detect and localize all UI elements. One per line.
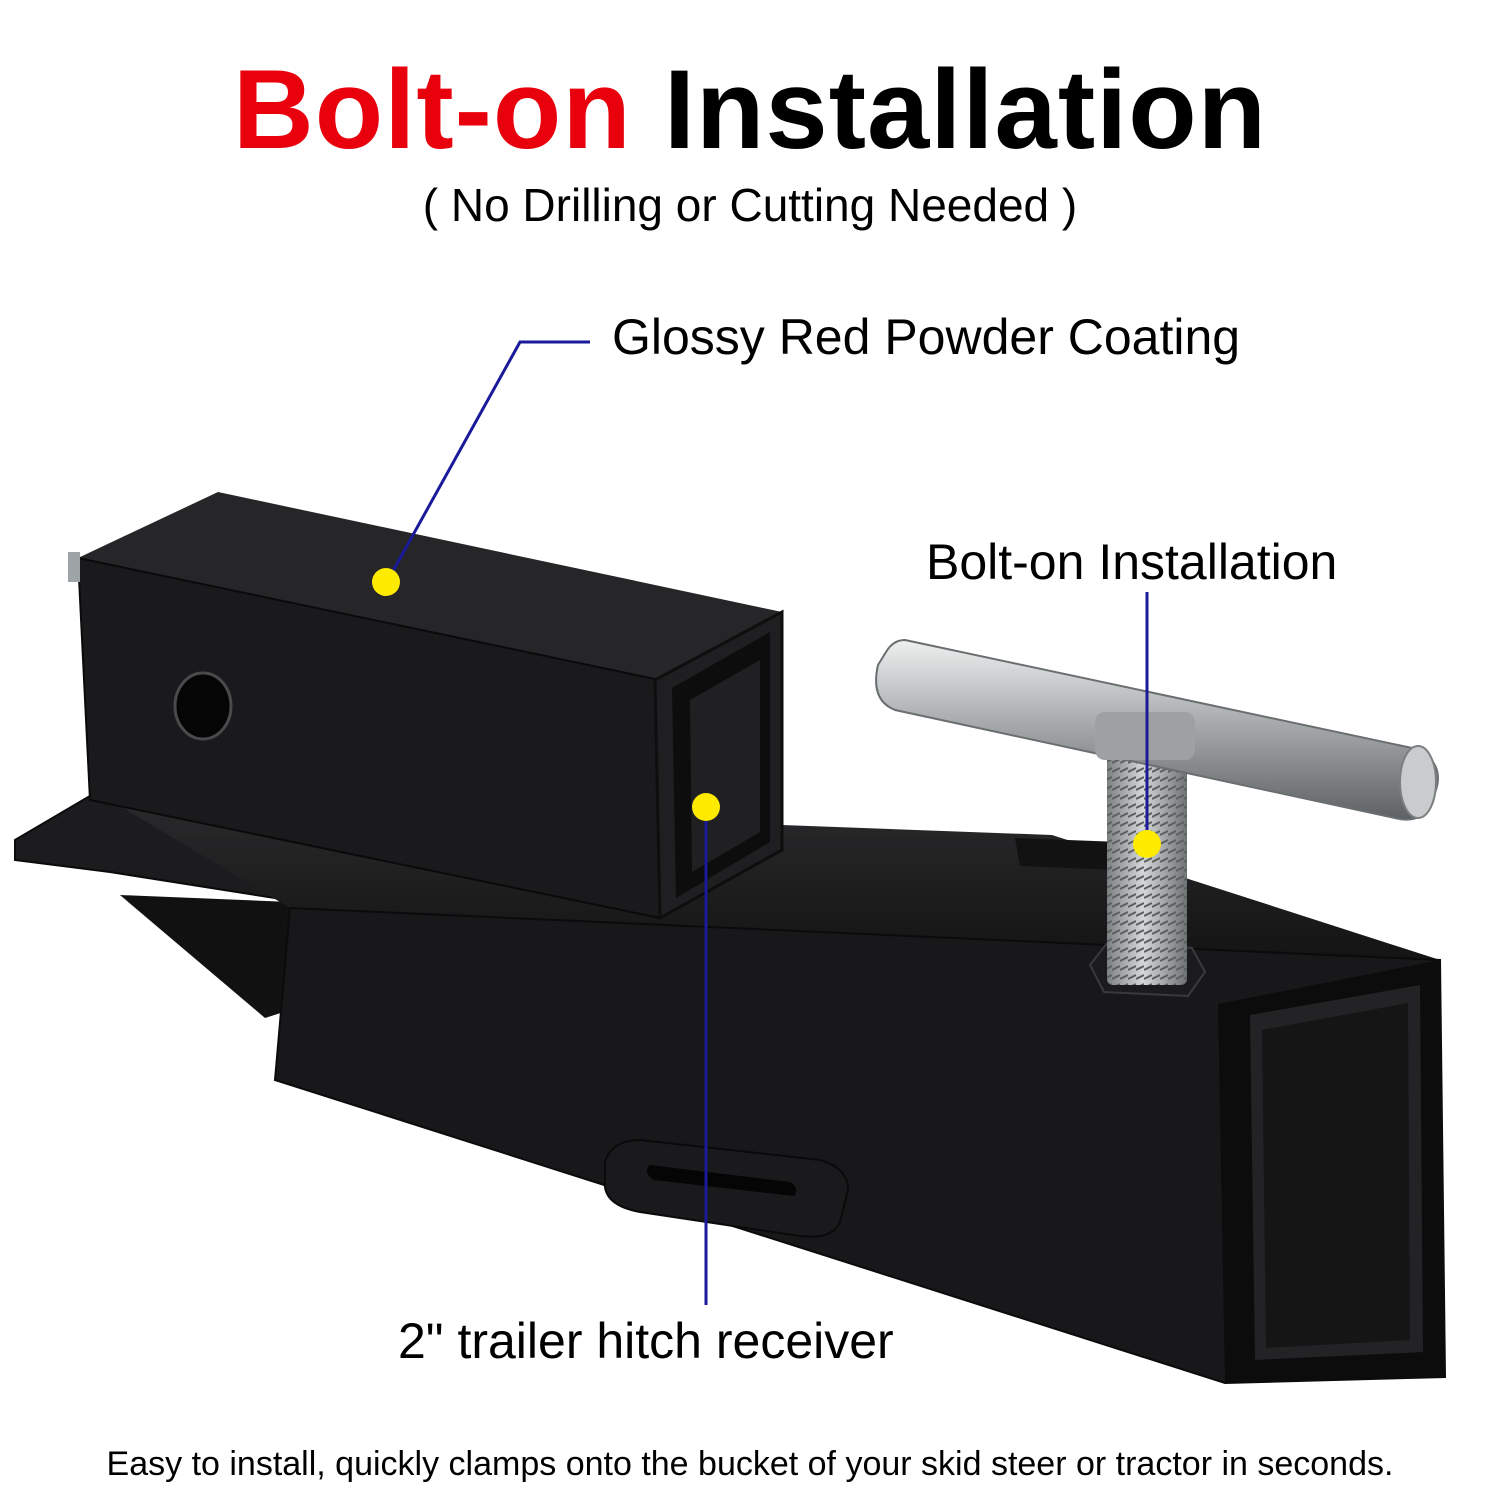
marker-receiver — [692, 793, 720, 821]
callout-receiver: 2" trailer hitch receiver — [398, 1313, 894, 1369]
page-subtitle: ( No Drilling or Cutting Needed ) — [422, 179, 1078, 231]
callout-line-coating — [386, 340, 590, 581]
callout-bolt: Bolt-on Installation — [926, 534, 1338, 590]
page-title: Bolt-on Installation — [0, 48, 1500, 171]
callout-coating: Glossy Red Powder Coating — [612, 309, 1241, 365]
pin-hole — [173, 671, 233, 741]
footer-caption: Easy to install, quickly clamps onto the… — [106, 1445, 1394, 1483]
title-main: Installation — [663, 47, 1268, 172]
tow-tab — [603, 1138, 850, 1238]
receiver-tube-top — [78, 492, 782, 680]
tow-tab-slot — [646, 1165, 797, 1196]
title-accent: Bolt-on — [232, 47, 632, 172]
gusset — [120, 895, 290, 1018]
marker-coating — [372, 568, 400, 596]
marker-bolt — [1133, 830, 1161, 858]
